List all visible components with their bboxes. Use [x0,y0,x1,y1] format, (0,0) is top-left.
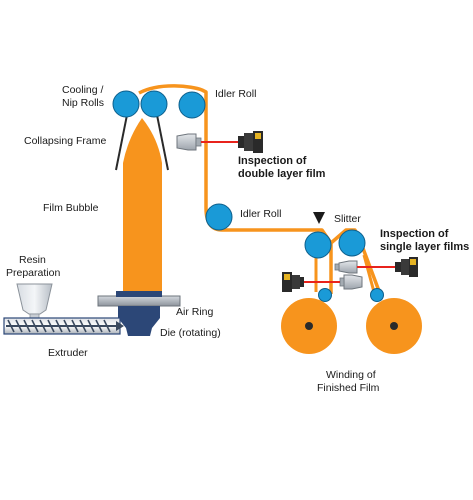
label-winding-line1: Winding of [326,369,376,381]
film-bubble [123,118,162,296]
label-film-bubble: Film Bubble [43,202,99,214]
label-slitter: Slitter [334,213,361,225]
slitter-roll-left [304,231,332,259]
die-rotating [118,306,160,336]
camera-icon [238,131,263,153]
winding-roll-left [281,298,337,354]
label-inspection-double-line1: Inspection of [238,155,307,167]
sensor-icon [334,260,358,274]
label-air-ring: Air Ring [176,306,214,318]
film-web-right-drop [362,254,376,293]
guide-roll-left [318,288,332,302]
label-winding-line2: Finished Film [317,382,380,394]
sensor-icon [339,274,363,290]
label-collapsing-frame: Collapsing Frame [24,135,106,147]
label-idler-roll-mid: Idler Roll [240,208,281,220]
slitter-roll-right [338,229,366,257]
camera-icon [282,272,304,292]
guide-roll-right [370,288,384,302]
nip-roll-left [112,90,140,118]
winding-roll-right [366,298,422,354]
label-cooling-line1: Cooling / [62,84,104,96]
label-inspection-single-line1: Inspection of [380,228,449,240]
label-die: Die (rotating) [160,327,221,339]
hopper-icon [16,283,53,315]
label-resin-line1: Resin [19,254,46,266]
collapsing-frame-right [155,109,169,171]
label-resin-line2: Preparation [6,267,60,279]
label-extruder: Extruder [48,347,88,359]
slitter-blade-icon [313,212,325,224]
label-cooling-line2: Nip Rolls [62,97,104,109]
die-top-plate [116,291,162,297]
nip-roll-right [140,90,168,118]
label-idler-roll-top: Idler Roll [215,88,256,100]
label-inspection-single-line2: single layer films [380,241,469,253]
camera-icon [395,257,418,277]
extruder-screw-icon [3,317,124,335]
air-ring [97,295,181,307]
label-inspection-double-line2: double layer film [238,168,326,180]
collapsing-frame-left [115,109,129,171]
idler-roll-top [178,91,206,119]
idler-roll-mid [205,203,233,231]
sensor-icon [176,133,202,151]
